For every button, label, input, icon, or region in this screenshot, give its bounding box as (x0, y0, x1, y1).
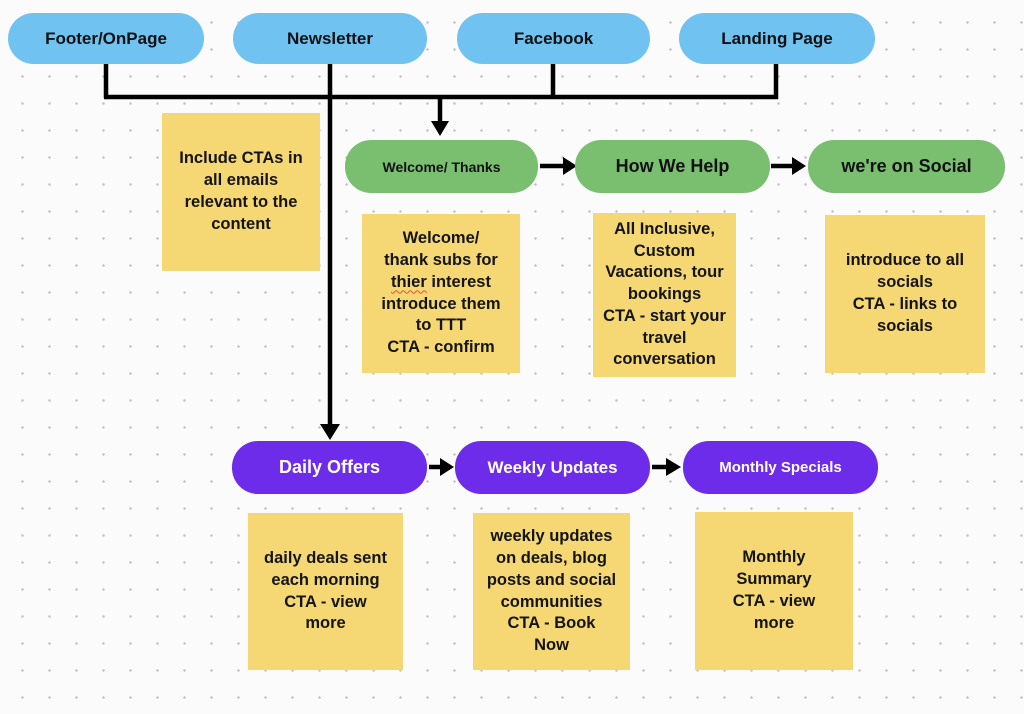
sticky-note-text: weekly updates on deals, blog posts and … (486, 527, 617, 655)
sticky-note-text: introduce to all socials CTA - links to … (845, 251, 965, 335)
note-text-before: Welcome/ thank subs for (384, 229, 498, 269)
step-label: How We Help (615, 156, 730, 176)
step-node-monthly-specials[interactable]: Monthly Specials (683, 441, 878, 494)
step-node-welcome-thanks[interactable]: Welcome/ Thanks (345, 140, 538, 193)
arrowhead-right-icon (792, 157, 806, 175)
sticky-note-include-ctas[interactable]: Include CTAs in all emails relevant to t… (162, 113, 320, 271)
sticky-note-daily-detail[interactable]: daily deals sent each morning CTA - view… (248, 513, 403, 670)
source-label: Footer/OnPage (45, 28, 167, 48)
sticky-note-how-detail[interactable]: All Inclusive, Custom Vacations, tour bo… (593, 213, 736, 377)
note-text-after: interest introduce them to TTT CTA - con… (381, 272, 501, 357)
arrow-welcome-to-how[interactable] (540, 157, 577, 175)
sticky-note-weekly-detail[interactable]: weekly updates on deals, blog posts and … (473, 513, 630, 670)
step-node-weekly-updates[interactable]: Weekly Updates (455, 441, 650, 494)
connector-newsletter-to-daily-offers[interactable] (320, 62, 340, 440)
sticky-note-text: Welcome/ thank subs for thier interest i… (362, 228, 520, 359)
step-label: Monthly Specials (719, 459, 842, 476)
source-node-footer-onpage[interactable]: Footer/OnPage (8, 13, 204, 64)
arrowhead-down-icon (320, 424, 340, 440)
source-node-facebook[interactable]: Facebook (457, 13, 650, 64)
arrowhead-down-icon (431, 121, 449, 136)
arrowhead-right-icon (563, 157, 577, 175)
step-node-daily-offers[interactable]: Daily Offers (232, 441, 427, 494)
connector-bus-to-welcome[interactable] (431, 97, 449, 136)
source-label: Newsletter (287, 28, 373, 48)
source-label: Landing Page (721, 28, 833, 48)
arrow-daily-to-weekly[interactable] (429, 458, 454, 476)
step-node-how-we-help[interactable]: How We Help (575, 140, 770, 193)
source-label: Facebook (513, 28, 594, 48)
sticky-note-monthly-detail[interactable]: Monthly Summary CTA - view more (695, 512, 853, 670)
step-label: we're on Social (841, 156, 972, 176)
arrowhead-right-icon (666, 458, 681, 476)
step-label: Welcome/ Thanks (382, 158, 501, 175)
step-node-were-on-social[interactable]: we're on Social (808, 140, 1005, 193)
sticky-note-text: Monthly Summary CTA - view more (732, 548, 816, 632)
misspelled-word: thier (391, 272, 427, 291)
sticky-note-text: All Inclusive, Custom Vacations, tour bo… (603, 219, 726, 369)
sticky-note-social-detail[interactable]: introduce to all socials CTA - links to … (825, 215, 985, 373)
arrowhead-right-icon (440, 458, 454, 476)
arrow-weekly-to-monthly[interactable] (652, 458, 681, 476)
sticky-note-text: daily deals sent each morning CTA - view… (264, 548, 387, 633)
step-label: Weekly Updates (487, 457, 618, 477)
source-node-landing-page[interactable]: Landing Page (679, 13, 875, 64)
sticky-note-text: Include CTAs in all emails relevant to t… (179, 149, 303, 233)
step-label: Daily Offers (278, 457, 381, 477)
arrow-how-to-social[interactable] (771, 157, 806, 175)
sticky-note-welcome-detail[interactable]: Welcome/ thank subs for thier interest i… (362, 214, 520, 373)
source-node-newsletter[interactable]: Newsletter (233, 13, 427, 64)
